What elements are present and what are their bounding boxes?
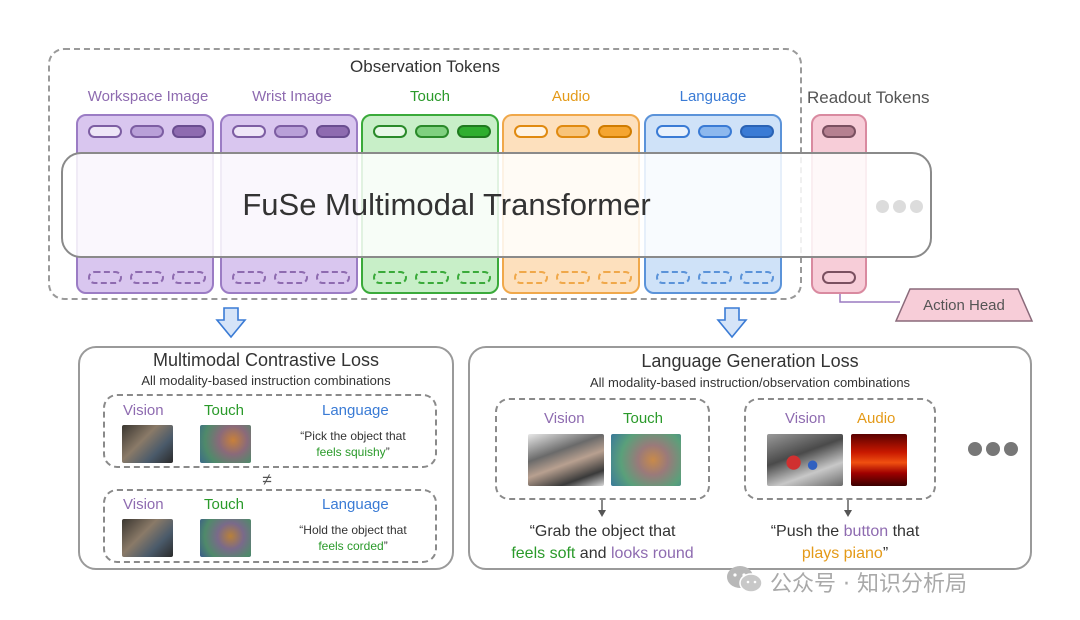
- ex1-instruction: “Grab the object that feels soft and loo…: [511, 523, 694, 562]
- arrow-down-icon: [716, 307, 748, 339]
- arrow-down-icon: [215, 307, 247, 339]
- contrastive-loss-panel: [78, 346, 454, 570]
- generation-loss-panel: [468, 346, 1032, 570]
- row1-touch-label: Touch: [204, 402, 245, 419]
- ex2-audio-image: [851, 434, 907, 486]
- ex2-instruction: “Push the button that plays piano”: [770, 523, 920, 562]
- row2-vision-label: Vision: [123, 496, 164, 513]
- fuse-transformer-block: FuSe Multimodal Transformer: [61, 152, 932, 258]
- action-head-label: Action Head: [923, 297, 1005, 314]
- generation-ellipsis: [968, 442, 1018, 456]
- generation-example-2: [744, 398, 936, 500]
- contrastive-row-1: [103, 394, 437, 468]
- row1-touch-image: [200, 425, 251, 463]
- transformer-ellipsis: [876, 200, 923, 213]
- ex1-vision-image: [528, 434, 604, 486]
- ex2-audio-label: Audio: [857, 410, 896, 427]
- readout-tokens-title: Readout Tokens: [807, 88, 930, 107]
- ex1-vision-label: Vision: [544, 410, 585, 427]
- observation-tokens-title: Observation Tokens: [350, 57, 500, 76]
- label-wrist-image: Wrist Image: [252, 88, 332, 105]
- not-equal-sign: ≠: [262, 470, 272, 489]
- label-workspace-image: Workspace Image: [87, 88, 209, 105]
- label-language: Language: [679, 88, 747, 105]
- row2-instruction: “Hold the object that feels corded”: [299, 523, 407, 553]
- label-touch: Touch: [409, 88, 451, 105]
- watermark-text: 公众号 · 知识分析局: [770, 572, 967, 597]
- ex2-vision-label: Vision: [785, 410, 826, 427]
- contrastive-row-2: [103, 489, 437, 563]
- ex1-touch-label: Touch: [623, 410, 664, 427]
- action-head-shape: [894, 288, 1034, 322]
- ex2-vision-image: [767, 434, 843, 486]
- arrow-down-icon: [844, 500, 852, 517]
- contrastive-loss-title: Multimodal Contrastive Loss: [152, 350, 380, 370]
- row2-touch-image: [200, 519, 251, 557]
- generation-example-1: [495, 398, 710, 500]
- row2-language-label: Language: [322, 496, 389, 513]
- row1-vision-label: Vision: [123, 402, 164, 419]
- row1-vision-image: [122, 425, 173, 463]
- generation-loss-subtitle: All modality-based instruction/observati…: [589, 375, 911, 390]
- contrastive-loss-subtitle: All modality-based instruction combinati…: [141, 373, 391, 388]
- row1-language-label: Language: [322, 402, 389, 419]
- ex1-touch-image: [611, 434, 681, 486]
- generation-loss-title: Language Generation Loss: [641, 351, 859, 371]
- action-head-connector: [839, 288, 1034, 322]
- row1-instruction: “Pick the object that feels squishy”: [300, 429, 406, 459]
- row2-touch-label: Touch: [204, 496, 245, 513]
- wechat-icon: [727, 566, 763, 593]
- label-audio: Audio: [551, 88, 591, 105]
- arrow-down-icon: [598, 500, 606, 517]
- row2-vision-image: [122, 519, 173, 557]
- transformer-label: FuSe Multimodal Transformer: [242, 187, 651, 222]
